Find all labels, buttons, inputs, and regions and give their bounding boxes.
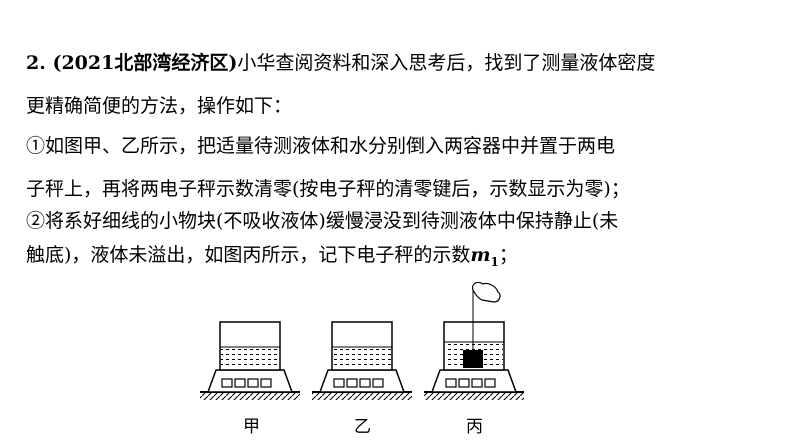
scale-display-bing [445, 378, 496, 388]
step-2-line-2: 触底)，液体未溢出，如图丙所示，记下电子秤的示数m1； [26, 242, 518, 275]
caption-yi: 乙 [354, 417, 371, 437]
liquid-jia [221, 347, 279, 369]
step-1-line-2: 子秤上，再将两电子秤示数清零(按电子秤的清零键后，示数显示为零)； [26, 178, 630, 200]
setup-yi [312, 321, 412, 400]
hand-icon [472, 282, 501, 303]
step-2-line-2-end: ； [498, 244, 518, 266]
ground-jia [200, 392, 300, 400]
step-1-line-1: ①如图甲、乙所示，把适量待测液体和水分别倒入两容器中并置于两电 [26, 135, 616, 157]
setup-jia [200, 321, 300, 400]
caption-bing: 丙 [466, 417, 483, 437]
question-line-2: 更精确简便的方法，操作如下： [26, 95, 293, 117]
water-yi [333, 347, 391, 369]
scale-display-yi [333, 378, 384, 388]
experiment-figure [200, 282, 524, 400]
caption-jia: 甲 [243, 417, 260, 437]
submerged-block [463, 350, 483, 368]
ground-bing [424, 392, 524, 400]
step-2-line-2-text: 触底)，液体未溢出，如图丙所示，记下电子秤的示数 [26, 244, 471, 266]
mass-variable: m1 [470, 244, 499, 269]
step-2-line-1: ②将系好细线的小物块(不吸收液体)缓慢浸没到待测液体中保持静止(未 [26, 210, 619, 232]
question-line-1: 2. (2021北部湾经济区)小华查阅资料和深入思考后，找到了测量液体密度 [26, 50, 655, 76]
ground-yi [312, 392, 412, 400]
setup-bing [424, 282, 524, 400]
question-line-1-text: 小华查阅资料和深入思考后，找到了测量液体密度 [237, 52, 656, 74]
scale-display-jia [221, 378, 272, 388]
question-number-source: 2. (2021北部湾经济区) [26, 52, 238, 74]
